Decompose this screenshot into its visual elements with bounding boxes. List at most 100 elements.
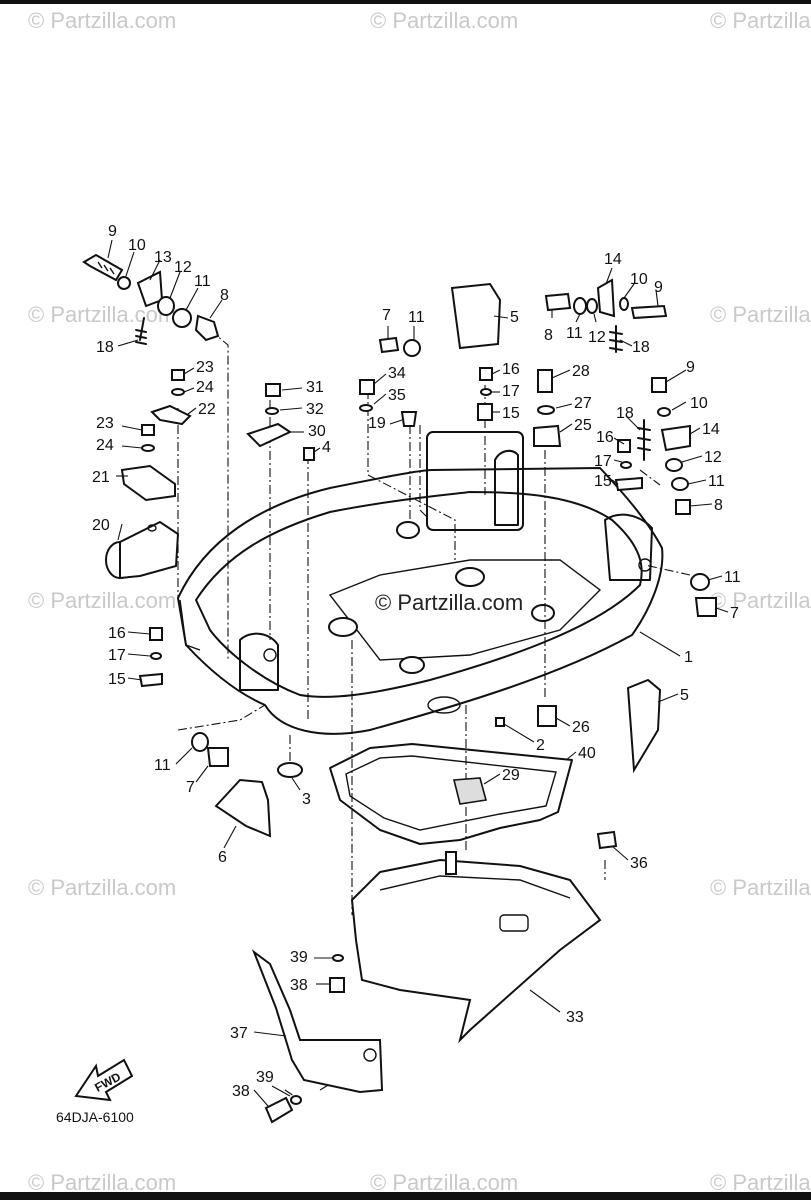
callout-label: 40 xyxy=(578,745,596,762)
callout-label: 38 xyxy=(232,1083,250,1100)
grommet-11-left-lower[interactable] xyxy=(191,732,209,752)
mount-25[interactable] xyxy=(533,424,562,447)
bracket-21[interactable] xyxy=(120,464,176,502)
grommet-11-right-lower[interactable] xyxy=(690,573,710,591)
washer-24-top[interactable] xyxy=(171,388,185,396)
callout-label: 8 xyxy=(714,497,723,514)
callout-label: 15 xyxy=(594,473,612,490)
bolt-31[interactable] xyxy=(265,383,281,397)
clamp-15-top[interactable] xyxy=(477,403,493,421)
callout-label: 39 xyxy=(256,1069,274,1086)
bushing-26[interactable] xyxy=(537,705,557,727)
callout-label: 29 xyxy=(502,767,520,784)
callout-label: 12 xyxy=(174,259,192,276)
bolt-9-side[interactable] xyxy=(651,377,667,393)
cover-5-right[interactable] xyxy=(626,678,662,774)
washer-39-lower[interactable] xyxy=(290,1095,302,1105)
bracket-14-top[interactable] xyxy=(596,278,616,318)
pin-7-left[interactable] xyxy=(206,747,229,767)
screw-4[interactable] xyxy=(303,447,315,461)
callout-label: 17 xyxy=(502,383,520,400)
callout-label: 9 xyxy=(686,359,695,376)
washer-32[interactable] xyxy=(265,407,279,415)
lower-cover-33[interactable] xyxy=(350,858,602,1044)
callout-label: 20 xyxy=(92,517,110,534)
bottom-cowling-part[interactable]: © Partzilla.com xyxy=(176,431,664,735)
washer-10-side[interactable] xyxy=(657,407,671,417)
washer-10-right[interactable] xyxy=(619,297,629,311)
spring-18-right[interactable] xyxy=(609,325,623,353)
callout-label: 7 xyxy=(382,307,391,324)
washer-24-bottom[interactable] xyxy=(141,444,155,452)
clip-8-side[interactable] xyxy=(675,499,691,515)
stud-top[interactable] xyxy=(445,851,457,875)
callout-label: 21 xyxy=(92,469,110,486)
callout-label: 18 xyxy=(96,339,114,356)
screw-2[interactable] xyxy=(495,717,505,727)
washer-17-right[interactable] xyxy=(620,461,632,469)
pin-7-right[interactable] xyxy=(694,597,717,617)
washer-17-top[interactable] xyxy=(480,388,492,396)
screw-16-top[interactable] xyxy=(479,367,493,381)
clamp-15-right[interactable] xyxy=(614,476,643,492)
gasket-40[interactable] xyxy=(329,743,573,845)
callout-label: 8 xyxy=(220,287,229,304)
fitting-19[interactable] xyxy=(400,411,418,427)
callout-label: 15 xyxy=(502,405,520,422)
washer-17-left[interactable] xyxy=(150,652,162,660)
callout-numbers: 9 10 13 12 11 8 18 23 24 22 23 24 21 20 … xyxy=(92,223,741,1100)
callout-label: 39 xyxy=(290,949,308,966)
screw-16-left[interactable] xyxy=(149,627,163,641)
grommet-3[interactable] xyxy=(277,762,303,778)
callout-label: 34 xyxy=(388,365,406,382)
collar-12-right[interactable] xyxy=(586,298,598,314)
callout-label: 23 xyxy=(96,415,114,432)
grommet-11-side[interactable] xyxy=(671,477,689,491)
grommet-29[interactable] xyxy=(452,777,488,805)
watermark: © Partzilla.com xyxy=(28,302,176,327)
bolt-38-lower[interactable] xyxy=(264,1096,294,1124)
bracket-14-side[interactable] xyxy=(660,424,691,452)
screw-23-bottom[interactable] xyxy=(141,424,155,436)
callout-label: 7 xyxy=(186,779,195,796)
washer-10-left[interactable] xyxy=(117,276,131,290)
clip-8-right[interactable] xyxy=(544,292,572,312)
callout-label: 9 xyxy=(108,223,117,240)
clip-8-left[interactable] xyxy=(194,314,220,342)
bolt-9-right[interactable] xyxy=(630,304,668,320)
callout-label: 17 xyxy=(594,453,612,470)
spring-18-side[interactable] xyxy=(637,419,651,461)
grommet-11-top[interactable] xyxy=(403,339,421,357)
watermarks: © Partzilla.com © Partzilla.com © Partzi… xyxy=(28,8,811,1195)
pin-7-top[interactable] xyxy=(378,336,400,354)
grommet-11-left[interactable] xyxy=(172,308,192,328)
grommet-36[interactable] xyxy=(596,830,618,850)
spring-18-left[interactable] xyxy=(135,317,147,345)
washer-35[interactable] xyxy=(359,404,373,412)
bolt-9-left[interactable] xyxy=(82,253,124,282)
collar-12-side[interactable] xyxy=(665,458,683,472)
callout-label: 6 xyxy=(218,849,227,866)
bolt-28[interactable] xyxy=(537,369,553,393)
cover-5-top[interactable] xyxy=(450,282,502,350)
bolt-34[interactable] xyxy=(359,379,375,395)
bracket-22[interactable] xyxy=(150,404,192,426)
screw-23-top[interactable] xyxy=(171,369,185,381)
top-border xyxy=(0,0,811,4)
washer-39-upper[interactable] xyxy=(332,954,344,962)
washer-27[interactable] xyxy=(537,405,555,415)
drawing-code: 64DJA-6100 xyxy=(56,1109,134,1125)
screw-16-right[interactable] xyxy=(617,439,631,453)
lower-cover-37[interactable] xyxy=(251,949,384,1094)
callout-label: 24 xyxy=(196,379,214,396)
bolt-38-upper[interactable] xyxy=(329,977,345,993)
cover-6[interactable] xyxy=(214,778,272,838)
plate-30[interactable] xyxy=(246,422,293,448)
clamp-15-left[interactable] xyxy=(138,672,163,688)
callout-label: 33 xyxy=(566,1009,584,1026)
collar-12-left[interactable] xyxy=(157,296,175,316)
callout-label: 11 xyxy=(724,569,741,586)
relay-20[interactable] xyxy=(105,520,180,580)
grommet-11-right[interactable] xyxy=(573,297,587,315)
